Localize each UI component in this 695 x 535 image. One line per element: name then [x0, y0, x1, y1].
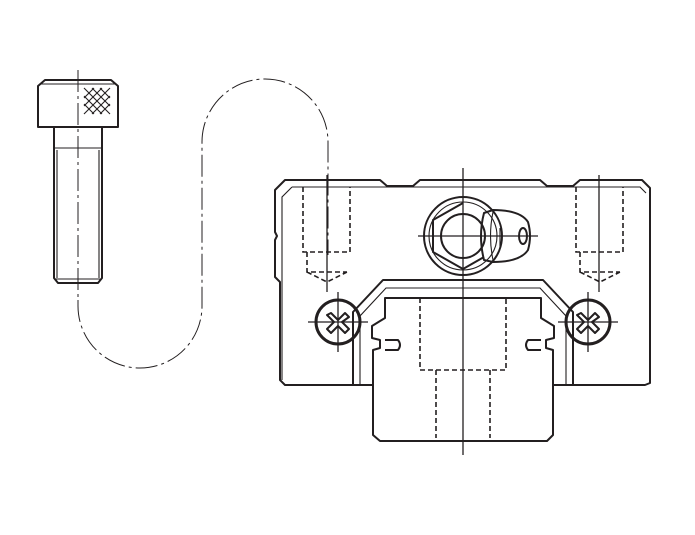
knurl-pattern [83, 87, 111, 115]
fixing-screw-left [308, 292, 368, 352]
fixing-screw-right [558, 292, 618, 352]
carriage-block [274, 168, 651, 455]
bolt [37, 70, 119, 300]
grease-nipple [418, 196, 538, 276]
cable-path [77, 78, 329, 369]
